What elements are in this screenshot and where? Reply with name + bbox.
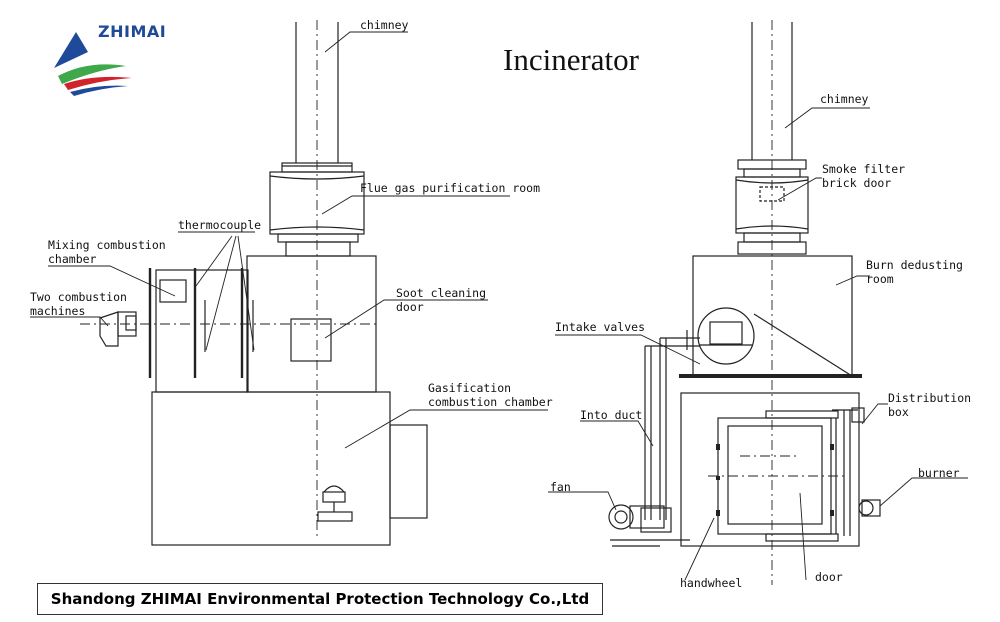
label-distribution-line2: box	[888, 405, 909, 419]
company-footer: Shandong ZHIMAI Environmental Protection…	[37, 583, 603, 615]
label-handwheel: handwheel	[680, 576, 743, 590]
label-soot-line2: door	[396, 300, 424, 314]
label-mixing-chamber: Mixing combustion chamber	[48, 238, 166, 266]
label-smoke-filter: Smoke filter brick door	[822, 162, 905, 190]
label-two-combustion-line1: Two combustion	[30, 290, 127, 304]
diagram-title: Incinerator	[503, 42, 639, 77]
label-mixing-line2: chamber	[48, 252, 97, 266]
label-soot-line1: Soot cleaning	[396, 286, 487, 300]
label-smoke-filter-line1: Smoke filter	[822, 162, 906, 176]
label-flue-gas-room: Flue gas purification room	[360, 181, 541, 195]
zhimai-logo: ZHIMAI	[48, 14, 190, 102]
label-gasification-line1: Gasification	[428, 381, 512, 395]
label-burn-dedusting-line2: room	[866, 272, 894, 286]
label-two-combustion: Two combustion machines	[30, 290, 127, 318]
label-door: door	[815, 570, 843, 584]
label-burner: burner	[918, 466, 960, 480]
label-smoke-filter-line2: brick door	[822, 176, 892, 190]
label-left-chimney: chimney	[360, 18, 409, 32]
label-gasification: Gasification combustion chamber	[428, 381, 553, 409]
left-elevation	[99, 22, 428, 546]
label-gasification-line2: combustion chamber	[428, 395, 553, 409]
label-intake-valves: Intake valves	[555, 320, 646, 334]
label-fan: fan	[550, 480, 571, 494]
label-two-combustion-line2: machines	[30, 304, 86, 318]
label-burn-dedusting: Burn dedusting room	[866, 258, 963, 286]
label-mixing-line1: Mixing combustion	[48, 238, 166, 252]
logo-text: ZHIMAI	[98, 22, 167, 41]
label-soot-door: Soot cleaning door	[396, 286, 486, 314]
label-burn-dedusting-line1: Burn dedusting	[866, 258, 963, 272]
label-distribution-box: Distribution box	[888, 391, 971, 419]
label-right-chimney: chimney	[820, 92, 869, 106]
label-into-duct: Into duct	[580, 408, 643, 422]
zhimai-emblem	[54, 32, 132, 96]
label-distribution-line1: Distribution	[888, 391, 972, 405]
label-thermocouple: thermocouple	[178, 218, 262, 232]
